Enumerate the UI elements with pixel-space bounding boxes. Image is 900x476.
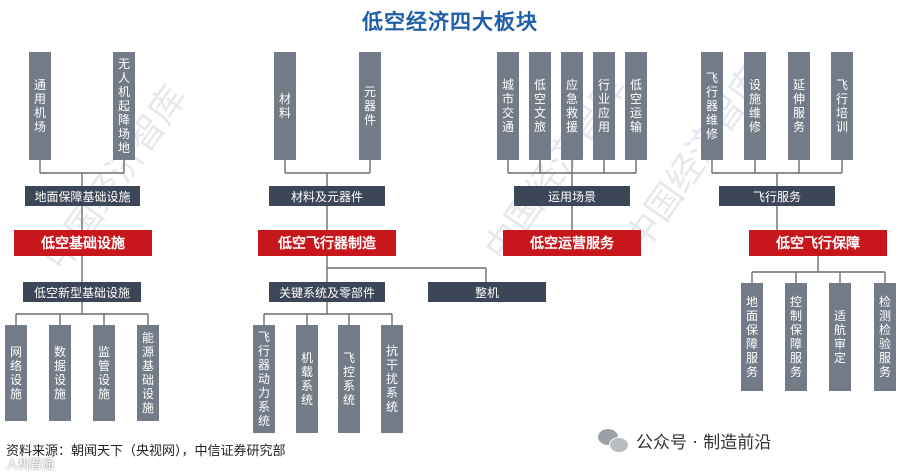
group-label: 运用场景 <box>514 186 630 206</box>
item-box: 机载系统 <box>296 325 318 433</box>
category-box: 低空基础设施 <box>14 230 152 256</box>
item-box: 能源基础设施 <box>137 325 159 421</box>
group-label: 低空新型基础设施 <box>23 282 141 302</box>
item-box: 数据设施 <box>49 325 71 421</box>
item-box: 监管设施 <box>93 325 115 421</box>
item-box: 飞行培训 <box>831 52 853 160</box>
category-box: 低空飞行保障 <box>749 230 887 256</box>
wechat-icon <box>598 428 629 453</box>
category-box: 低空飞行器制造 <box>258 230 396 256</box>
item-box: 低空文旅 <box>529 52 551 160</box>
item-box: 无人机起降场地 <box>113 52 135 160</box>
item-box: 适航审定 <box>829 283 851 391</box>
category-box: 低空运营服务 <box>503 230 641 256</box>
group-label: 飞行服务 <box>719 186 835 206</box>
brand-label: 公众号 · 制造前沿 <box>598 428 771 453</box>
item-box: 飞控系统 <box>338 325 360 433</box>
source-note: 资料来源：朝闻天下（央视网），中信证券研究部 <box>6 444 286 459</box>
item-box: 低空运输 <box>625 52 647 160</box>
item-box: 网络设施 <box>5 325 27 421</box>
diagram-title: 低空经济四大板块 <box>362 10 538 34</box>
item-box: 抗干扰系统 <box>381 325 403 433</box>
group-label: 关键系统及零部件 <box>269 282 385 302</box>
item-box: 飞行器动力系统 <box>253 325 275 433</box>
item-box: 设施维修 <box>744 52 766 160</box>
corner-stamp: 人机智通 <box>6 457 55 471</box>
item-box: 控制保障服务 <box>785 283 807 391</box>
group-label: 整机 <box>428 282 546 302</box>
item-box: 行业应用 <box>593 52 615 160</box>
item-box: 元器件 <box>359 52 381 160</box>
group-label: 地面保障基础设施 <box>25 186 140 206</box>
group-label: 材料及元器件 <box>269 186 385 206</box>
item-box: 延伸服务 <box>788 52 810 160</box>
item-box: 飞行器维修 <box>701 52 723 160</box>
item-box: 城市交通 <box>497 52 519 160</box>
brand-text: 公众号 · 制造前沿 <box>636 433 772 453</box>
item-box: 通用机场 <box>29 52 51 160</box>
item-box: 地面保障服务 <box>741 283 763 391</box>
item-box: 应急救援 <box>561 52 583 160</box>
item-box: 检测检验服务 <box>874 283 896 391</box>
item-box: 材料 <box>274 52 296 160</box>
